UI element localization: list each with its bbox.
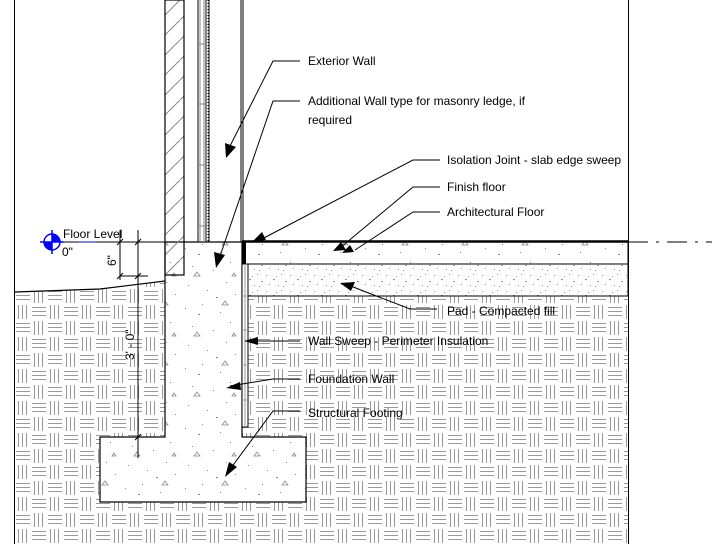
arrow-wall-sweep [244, 337, 258, 345]
arrow-finish-floor [333, 242, 346, 251]
callout-additional-wall-line2[interactable]: required [308, 113, 352, 127]
arrow-architectural-floor [342, 245, 354, 253]
arrow-pad-fill [340, 282, 355, 291]
level-marker-icon [40, 230, 64, 254]
arrow-additional-wall [214, 252, 225, 268]
callout-additional-wall[interactable]: Additional Wall type for masonry ledge, … [308, 94, 526, 108]
callout-exterior-wall[interactable]: Exterior Wall [308, 54, 376, 68]
arrow-foundation-wall [226, 382, 241, 390]
level-elevation[interactable]: 0" [62, 245, 73, 259]
callout-structural-footing[interactable]: Structural Footing [308, 406, 403, 420]
dimension-lines [116, 230, 148, 458]
callout-finish-floor[interactable]: Finish floor [447, 180, 506, 194]
perimeter-insulation [241, 263, 249, 428]
isolation-joint [242, 242, 246, 264]
callout-isolation-joint[interactable]: Isolation Joint - slab edge sweep [447, 153, 621, 167]
grade-line [14, 280, 166, 293]
dimension-wall-depth[interactable]: 3' - 0" [123, 329, 137, 360]
callout-wall-sweep[interactable]: Wall Sweep - Perimeter Insulation [308, 334, 488, 348]
leader-arrowheads [214, 143, 355, 477]
leader-lines [217, 60, 440, 473]
callout-foundation-wall[interactable]: Foundation Wall [308, 372, 394, 386]
callout-pad-fill[interactable]: Pad - Compacted fill [447, 304, 555, 318]
exterior-wall [197, 0, 244, 242]
callout-architectural-floor[interactable]: Architectural Floor [447, 205, 544, 219]
level-name[interactable]: Floor Level [63, 227, 122, 241]
arrow-isolation-joint [252, 232, 266, 242]
dimension-slab-drop[interactable]: 6" [105, 255, 119, 266]
arrow-structural-footing [225, 462, 237, 477]
floor-slab [241, 241, 629, 265]
arrow-exterior-wall [225, 143, 236, 158]
masonry-ledge-wall [164, 0, 185, 276]
compacted-fill-pad [247, 263, 629, 297]
